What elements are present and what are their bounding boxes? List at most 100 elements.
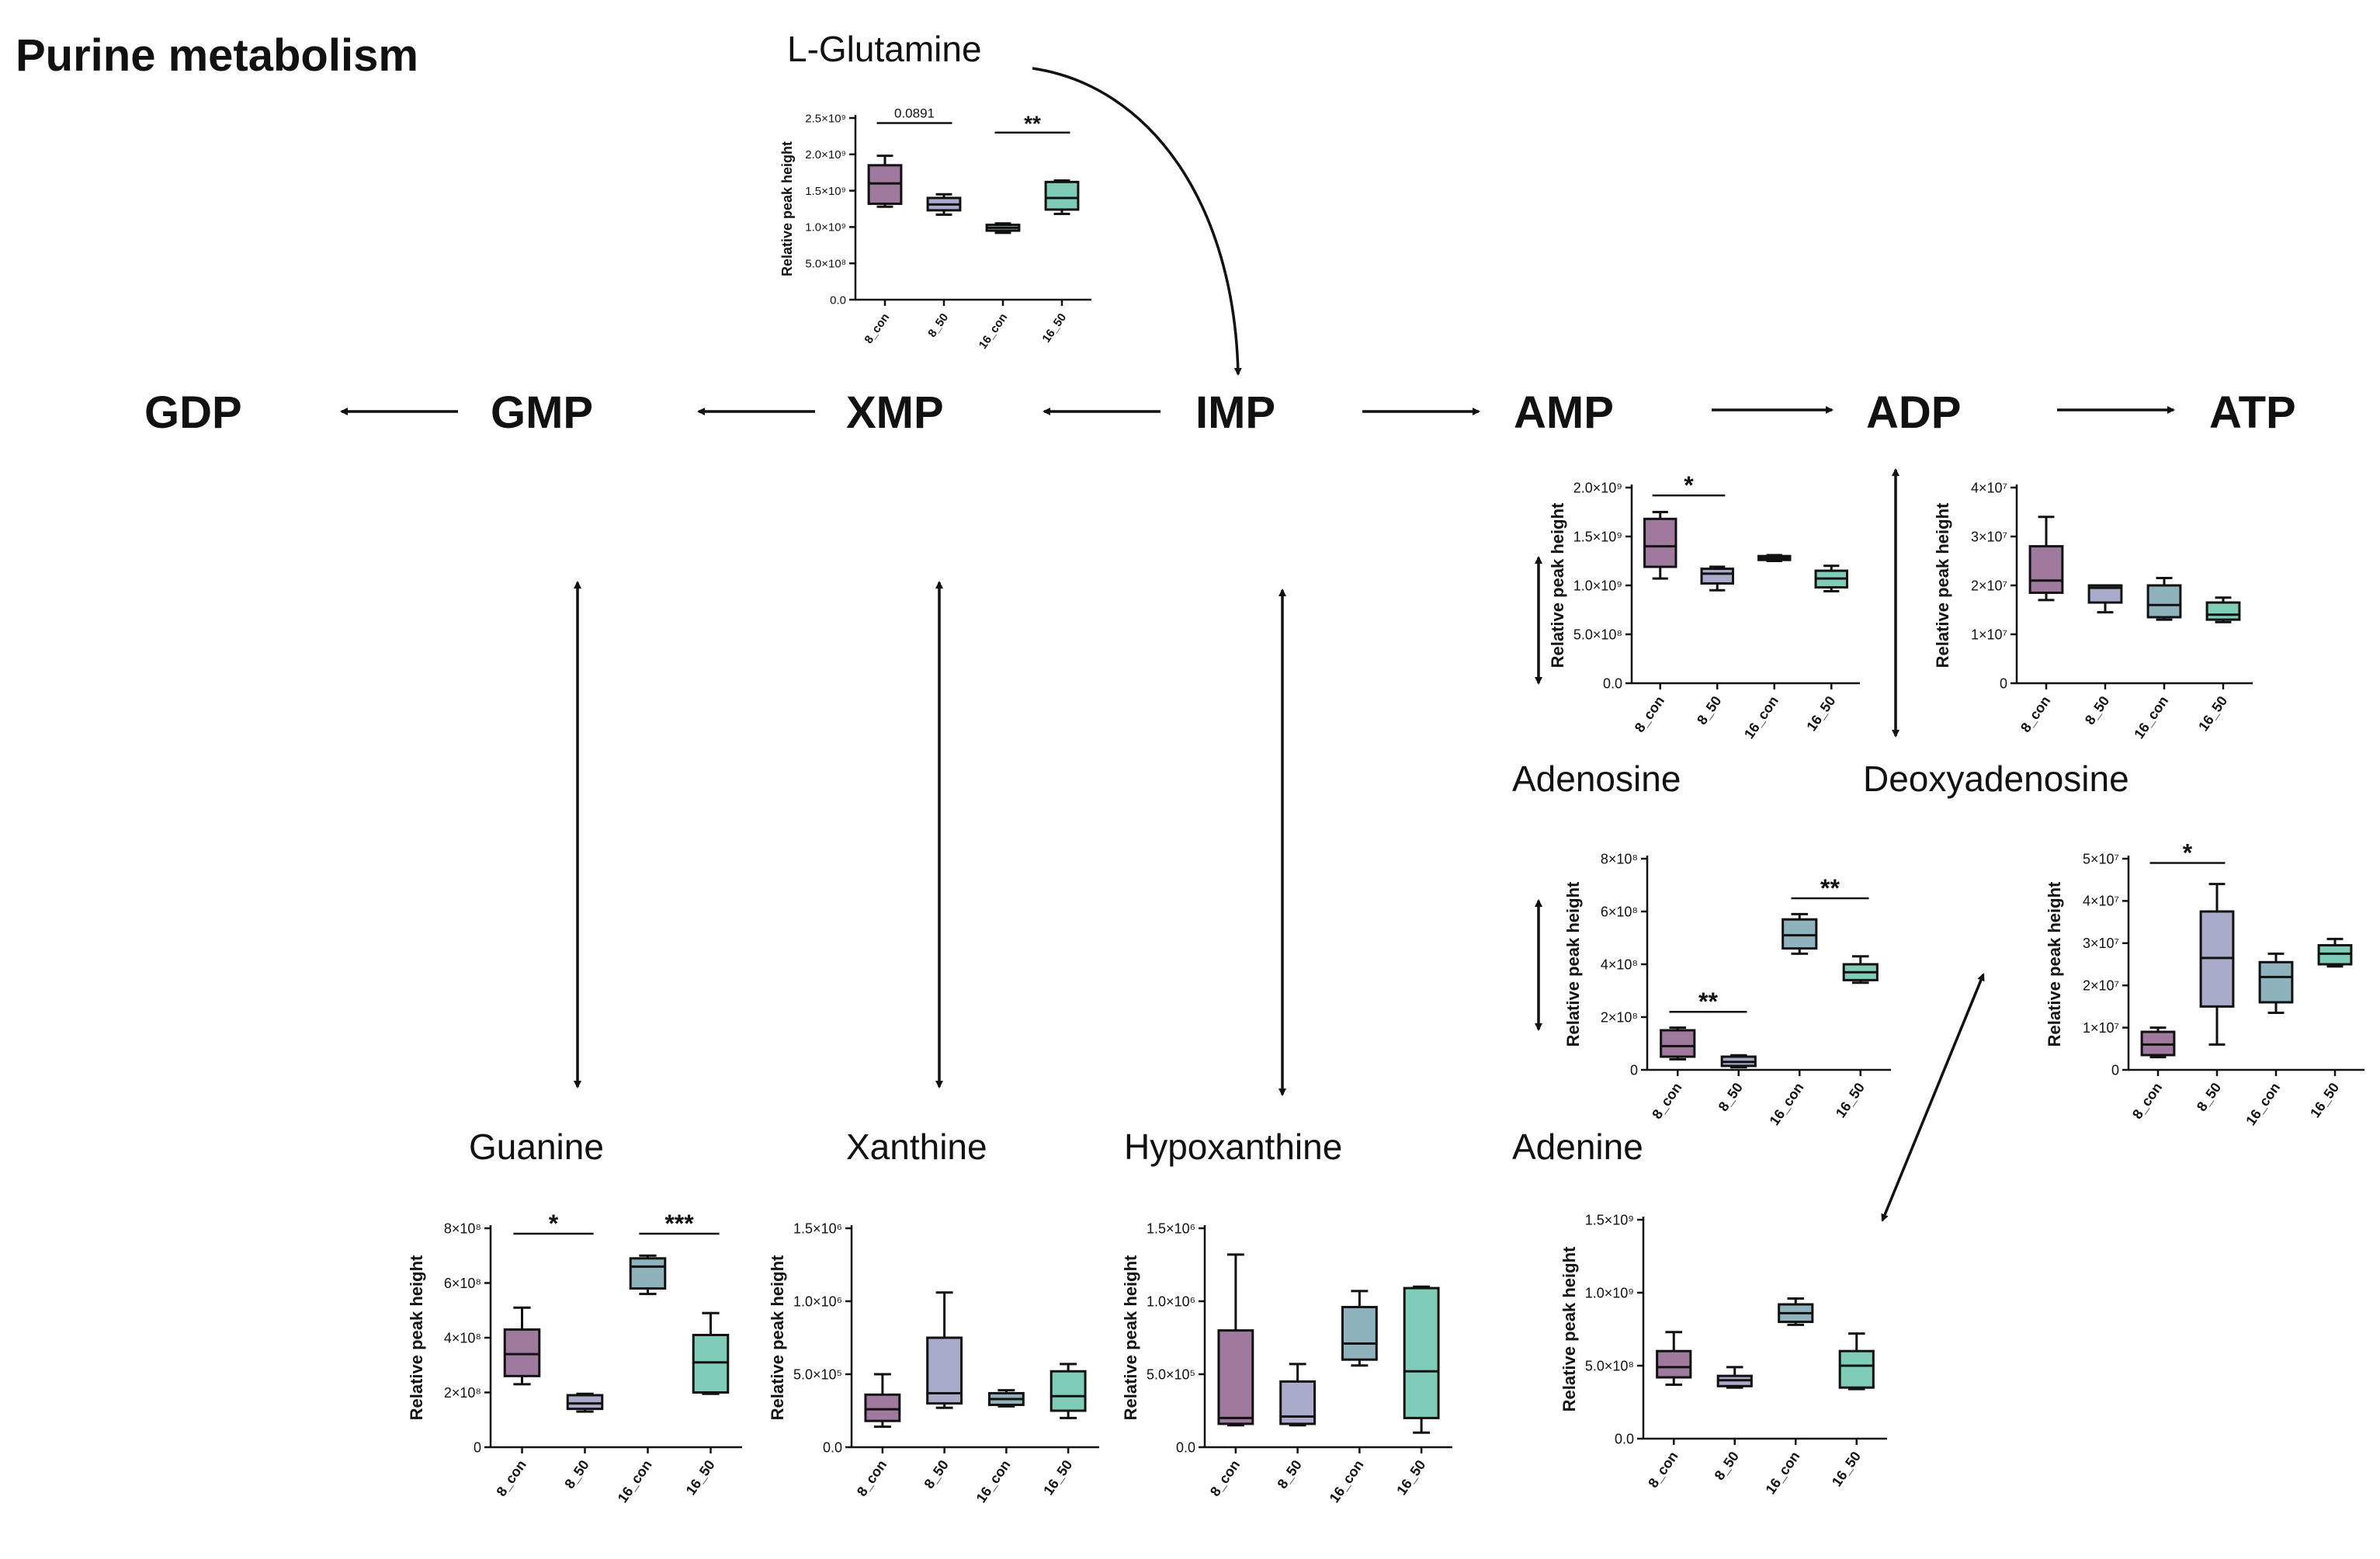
chart-deoxyadenosine-upper: Relative peak height01×10⁷2×10⁷3×10⁷4×10… xyxy=(1933,480,2253,741)
chart-6-category-label: 8_50 xyxy=(921,1457,952,1491)
chart-3-box xyxy=(1660,1029,1696,1058)
chart-3-ytick-label: 2×10⁸ xyxy=(1601,1009,1638,1025)
chart-2-ytick-label: 0 xyxy=(2000,675,2007,691)
chart-8-category-label: 8_con xyxy=(1645,1449,1681,1491)
chart-8-ylabel: Relative peak height xyxy=(1559,1246,1579,1411)
chart-5-category-label: 8_50 xyxy=(561,1457,592,1491)
chart-xanthine: Relative peak height0.05.0×10⁵1.0×10⁶1.5… xyxy=(768,1220,1099,1505)
node-imp: IMP xyxy=(1195,387,1276,438)
chart-7-ytick-label: 5.0×10⁵ xyxy=(1147,1366,1195,1382)
chart-4-ytick-label: 1×10⁷ xyxy=(2083,1020,2119,1036)
chart-guanine: Relative peak height02×10⁸4×10⁸6×10⁸8×10… xyxy=(407,1210,742,1505)
chart-3-sig-label: ** xyxy=(1820,874,1840,902)
chart-6-box xyxy=(864,1393,901,1422)
label-xanthine: Xanthine xyxy=(846,1127,987,1167)
chart-5-category-label: 16_con xyxy=(615,1457,655,1505)
chart-7-category-label: 8_con xyxy=(1207,1457,1243,1499)
chart-1-ytick-label: 5.0×10⁸ xyxy=(1573,627,1622,642)
arrow-glutamine-to-imp xyxy=(1032,67,1242,376)
chart-2-category-label: 8_con xyxy=(2017,693,2053,735)
chart-1-ytick-label: 1.5×10⁹ xyxy=(1573,529,1622,544)
chart-5-category-label: 16_50 xyxy=(683,1457,718,1498)
label-adenine: Adenine xyxy=(1512,1127,1643,1167)
chart-5-box xyxy=(692,1333,730,1394)
chart-3-category-label: 8_con xyxy=(1649,1080,1684,1122)
chart-6-category-label: 16_con xyxy=(973,1457,1014,1505)
chart-3-ytick-label: 4×10⁸ xyxy=(1601,957,1638,972)
node-adp: ADP xyxy=(1866,387,1962,438)
chart-6-ytick-label: 0.0 xyxy=(823,1439,842,1455)
chart-4-ytick-label: 5×10⁷ xyxy=(2083,851,2119,866)
page-title: Purine metabolism xyxy=(16,30,418,81)
chart-3-category-label: 16_con xyxy=(1767,1080,1807,1128)
node-gmp: GMP xyxy=(491,387,594,438)
chart-5-ytick-label: 4×10⁸ xyxy=(444,1330,481,1345)
chart-1-box xyxy=(1643,517,1677,568)
chart-0-ytick-label: 1.5×10⁹ xyxy=(805,185,846,198)
chart-2-box xyxy=(2028,545,2064,594)
chart-0-box xyxy=(1044,180,1080,211)
chart-2-ytick-label: 4×10⁷ xyxy=(1971,480,2007,495)
chart-6-ylabel: Relative peak height xyxy=(768,1255,787,1420)
node-xmp: XMP xyxy=(846,387,944,438)
node-atp: ATP xyxy=(2209,387,2296,438)
chart-0-ylabel: Relative peak height xyxy=(779,141,795,276)
chart-hypoxanthine: Relative peak height0.05.0×10⁵1.0×10⁶1.5… xyxy=(1121,1220,1452,1505)
chart-2-category-label: 16_50 xyxy=(2195,693,2230,734)
chart-0-ytick-label: 0.0 xyxy=(830,293,846,307)
chart-0-category-label: 8_con xyxy=(862,311,892,346)
chart-4-category-label: 16_con xyxy=(2243,1080,2283,1128)
chart-1-ytick-label: 0.0 xyxy=(1603,675,1622,691)
chart-6-ytick-label: 5.0×10⁵ xyxy=(793,1366,842,1382)
chart-5-sig-label: * xyxy=(549,1210,559,1238)
chart-5-box xyxy=(503,1328,541,1377)
chart-3-ytick-label: 8×10⁸ xyxy=(1601,851,1638,866)
chart-1-category-label: 16_50 xyxy=(1803,693,1838,734)
chart-4-ylabel: Relative peak height xyxy=(2045,881,2064,1047)
label-guanine: Guanine xyxy=(469,1127,604,1167)
chart-3-ytick-label: 0 xyxy=(1630,1062,1638,1078)
chart-2-ytick-label: 2×10⁷ xyxy=(1971,578,2007,593)
label-adenosine: Adenosine xyxy=(1512,759,1681,799)
chart-0-ytick-label: 5.0×10⁸ xyxy=(805,257,846,270)
chart-5-ytick-label: 0 xyxy=(474,1439,481,1455)
chart-6-category-label: 16_50 xyxy=(1040,1457,1075,1498)
chart-2-ylabel: Relative peak height xyxy=(1933,502,1952,668)
chart-8-box xyxy=(1838,1349,1875,1389)
chart-2-ytick-label: 3×10⁷ xyxy=(1971,529,2007,544)
chart-deoxyadenosine-lower: Relative peak height01×10⁷2×10⁷3×10⁷4×10… xyxy=(2045,839,2364,1128)
chart-8-category-label: 16_50 xyxy=(1829,1449,1864,1489)
chart-0-category-label: 16_50 xyxy=(1039,311,1069,345)
chart-6-ytick-label: 1.0×10⁶ xyxy=(793,1293,842,1309)
chart-5-ytick-label: 8×10⁸ xyxy=(444,1220,481,1236)
chart-4-ytick-label: 4×10⁷ xyxy=(2083,894,2119,909)
chart-4-box xyxy=(2258,960,2294,1004)
chart-8-ytick-label: 1.5×10⁹ xyxy=(1585,1212,1634,1227)
node-amp: AMP xyxy=(1514,387,1614,438)
chart-5-ytick-label: 2×10⁸ xyxy=(444,1385,481,1401)
chart-8-category-label: 16_con xyxy=(1763,1449,1803,1497)
chart-4-sig-label: * xyxy=(2183,839,2193,866)
chart-0-sig-label: ** xyxy=(1024,112,1041,136)
chart-adenosine: Relative peak height0.05.0×10⁸1.0×10⁹1.5… xyxy=(1548,471,1860,741)
chart-5-category-label: 8_con xyxy=(494,1457,529,1499)
chart-7-ytick-label: 1.0×10⁶ xyxy=(1147,1293,1195,1309)
chart-7-category-label: 16_con xyxy=(1327,1457,1367,1505)
chart-4-ytick-label: 2×10⁷ xyxy=(2083,978,2119,994)
chart-1-category-label: 16_con xyxy=(1741,693,1782,741)
chart-7-ylabel: Relative peak height xyxy=(1121,1255,1140,1420)
chart-7-category-label: 8_50 xyxy=(1275,1457,1305,1491)
chart-1-box xyxy=(1700,568,1734,585)
chart-4-category-label: 16_50 xyxy=(2307,1080,2342,1120)
chart-7-box xyxy=(1341,1306,1378,1361)
chart-2-box xyxy=(2087,584,2123,604)
chart-5-ylabel: Relative peak height xyxy=(407,1255,426,1420)
chart-3-ytick-label: 6×10⁸ xyxy=(1601,904,1638,919)
chart-6-box xyxy=(1049,1370,1087,1412)
chart-0-ytick-label: 2.0×10⁹ xyxy=(805,148,846,161)
chart-3-box xyxy=(1782,918,1818,950)
chart-8-ytick-label: 0.0 xyxy=(1615,1431,1634,1446)
chart-4-category-label: 8_50 xyxy=(2194,1080,2224,1114)
chart-1-category-label: 8_con xyxy=(1632,693,1667,735)
chart-8-box xyxy=(1656,1349,1692,1379)
